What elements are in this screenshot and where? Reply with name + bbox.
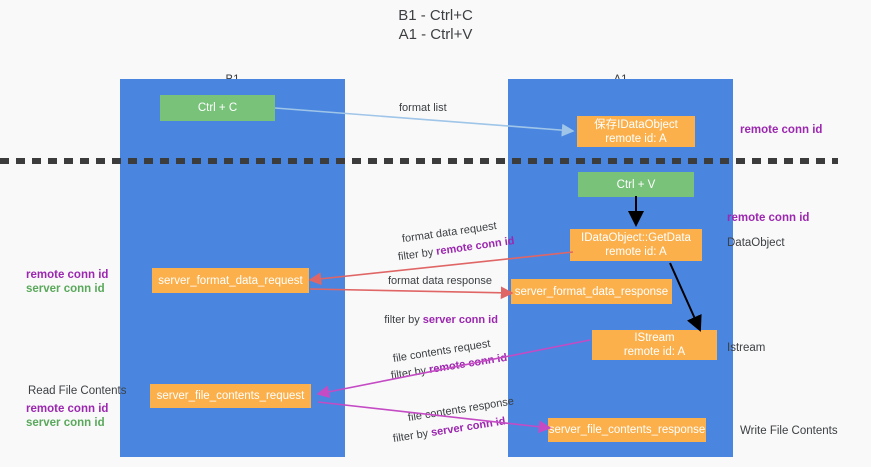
filter-key-remote-conn-id: remote conn id [428,351,508,376]
annotation-remote-conn-id-mid: remote conn id [727,212,810,224]
annotation-istream: Istream [727,342,766,354]
filter-prefix: filter by [392,427,433,446]
annotation-left-remote-conn-id-mid: remote conn id [26,269,109,281]
annotation-left-server-conn-id-mid: server conn id [26,283,105,295]
node-server-format-data-request[interactable]: server_format_data_request [152,268,309,293]
filter-prefix: filter by [384,314,423,326]
node-idataobject-getdata[interactable]: IDataObject::GetData remote id: A [570,229,702,261]
page-title: B1 - Ctrl+C A1 - Ctrl+V [398,7,473,43]
annotation-left-remote-conn-id-bottom: remote conn id [26,403,109,415]
filter-key-remote-conn-id: remote conn id [435,235,516,258]
edge-label-format-list: format list [399,102,447,114]
filter-key-server-conn-id: server conn id [430,415,507,439]
annotation-remote-conn-id-top: remote conn id [740,124,823,136]
node-server-file-contents-response[interactable]: server_file_contents_response [548,418,706,442]
filter-prefix: filter by [397,245,438,264]
annotation-read-file-contents: Read File Contents [28,385,127,397]
node-istream[interactable]: IStream remote id: A [592,330,717,360]
edge-label-format-data-response: format data response [388,275,492,287]
filter-key-server-conn-id: server conn id [422,314,498,326]
node-server-file-contents-request[interactable]: server_file_contents_request [150,384,311,408]
node-ctrl-c[interactable]: Ctrl + C [160,95,275,121]
annotation-dataobject: DataObject [727,237,785,249]
node-save-idataobject[interactable]: 保存IDataObject remote id: A [577,116,695,147]
annotation-left-server-conn-id-bottom: server conn id [26,417,105,429]
node-ctrl-v[interactable]: Ctrl + V [578,172,694,197]
edge-label-format-data-response-filter: filter by server conn id [372,299,498,341]
filter-prefix: filter by [390,364,431,383]
node-server-format-data-response[interactable]: server_format_data_response [511,279,672,304]
annotation-write-file-contents: Write File Contents [740,425,838,437]
